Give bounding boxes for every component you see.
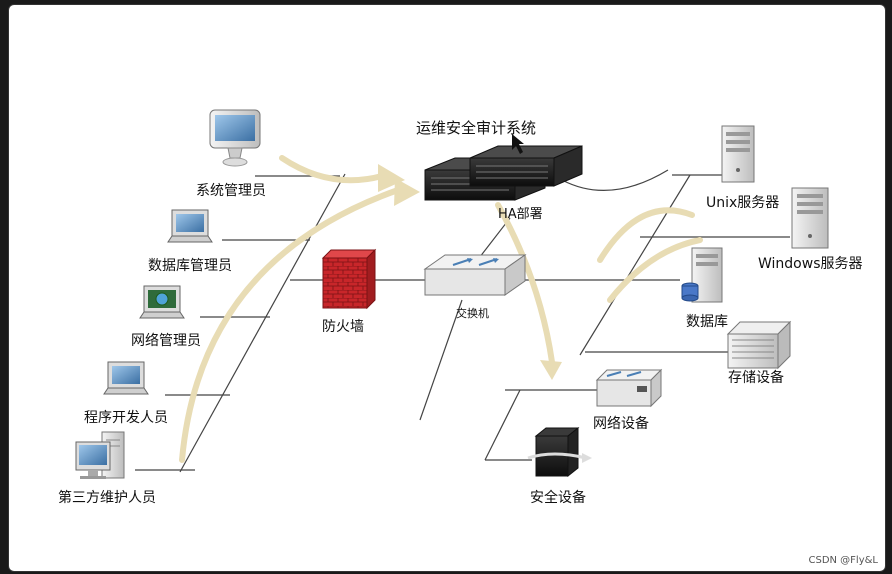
audit-server-icon-secondary [469, 145, 583, 187]
label-windows: Windows服务器 [758, 256, 863, 272]
left-bus-diagonal [179, 173, 346, 473]
desktop-icon [209, 109, 261, 167]
link-audit-right [561, 169, 669, 191]
server-tower-icon-unix [721, 125, 755, 183]
mouse-cursor-icon [512, 134, 524, 154]
watermark: CSDN @Fly&L [808, 555, 878, 566]
flow-arrow-right-sweep [597, 207, 695, 263]
laptop-icon-netadmin [139, 285, 185, 319]
label-netadmin: 网络管理员 [131, 333, 201, 349]
label-thirdparty: 第三方维护人员 [58, 490, 156, 506]
audit-system-title: 运维安全审计系统 [416, 119, 537, 137]
flow-arrowheads [378, 164, 562, 380]
flow-arrows [179, 155, 703, 463]
workstation-icon [75, 431, 125, 479]
ha-deployment-label: HA部署 [498, 207, 543, 222]
label-security-device: 安全设备 [530, 490, 586, 506]
flow-arrow-left-sweep [179, 187, 401, 463]
label-storage: 存储设备 [728, 370, 784, 386]
label-unix: Unix服务器 [706, 195, 780, 211]
flow-arrow-audit-down [495, 202, 555, 365]
label-switch: 交换机 [456, 307, 489, 320]
label-dbadmin: 数据库管理员 [148, 258, 232, 274]
flow-arrow-sysadmin [279, 155, 385, 184]
storage-array-icon [726, 320, 792, 370]
lower-bus-diagonal [484, 389, 521, 461]
label-sysadmin: 系统管理员 [196, 183, 266, 199]
switch-icon [423, 254, 527, 296]
flow-arrow-right-lower [607, 237, 703, 303]
label-firewall: 防火墙 [322, 319, 364, 335]
firewall-icon [321, 248, 377, 310]
label-database: 数据库 [686, 314, 728, 330]
right-bus-diagonal [579, 174, 691, 356]
label-network-device: 网络设备 [593, 416, 649, 432]
laptop-icon-developer [103, 361, 149, 395]
security-appliance-icon [527, 426, 592, 478]
server-tower-icon-windows [791, 187, 829, 249]
label-developer: 程序开发人员 [84, 410, 168, 426]
link-switch-lower [419, 299, 463, 421]
network-device-icon [595, 368, 663, 408]
database-server-icon [681, 247, 723, 303]
laptop-icon-dbadmin [167, 209, 213, 243]
